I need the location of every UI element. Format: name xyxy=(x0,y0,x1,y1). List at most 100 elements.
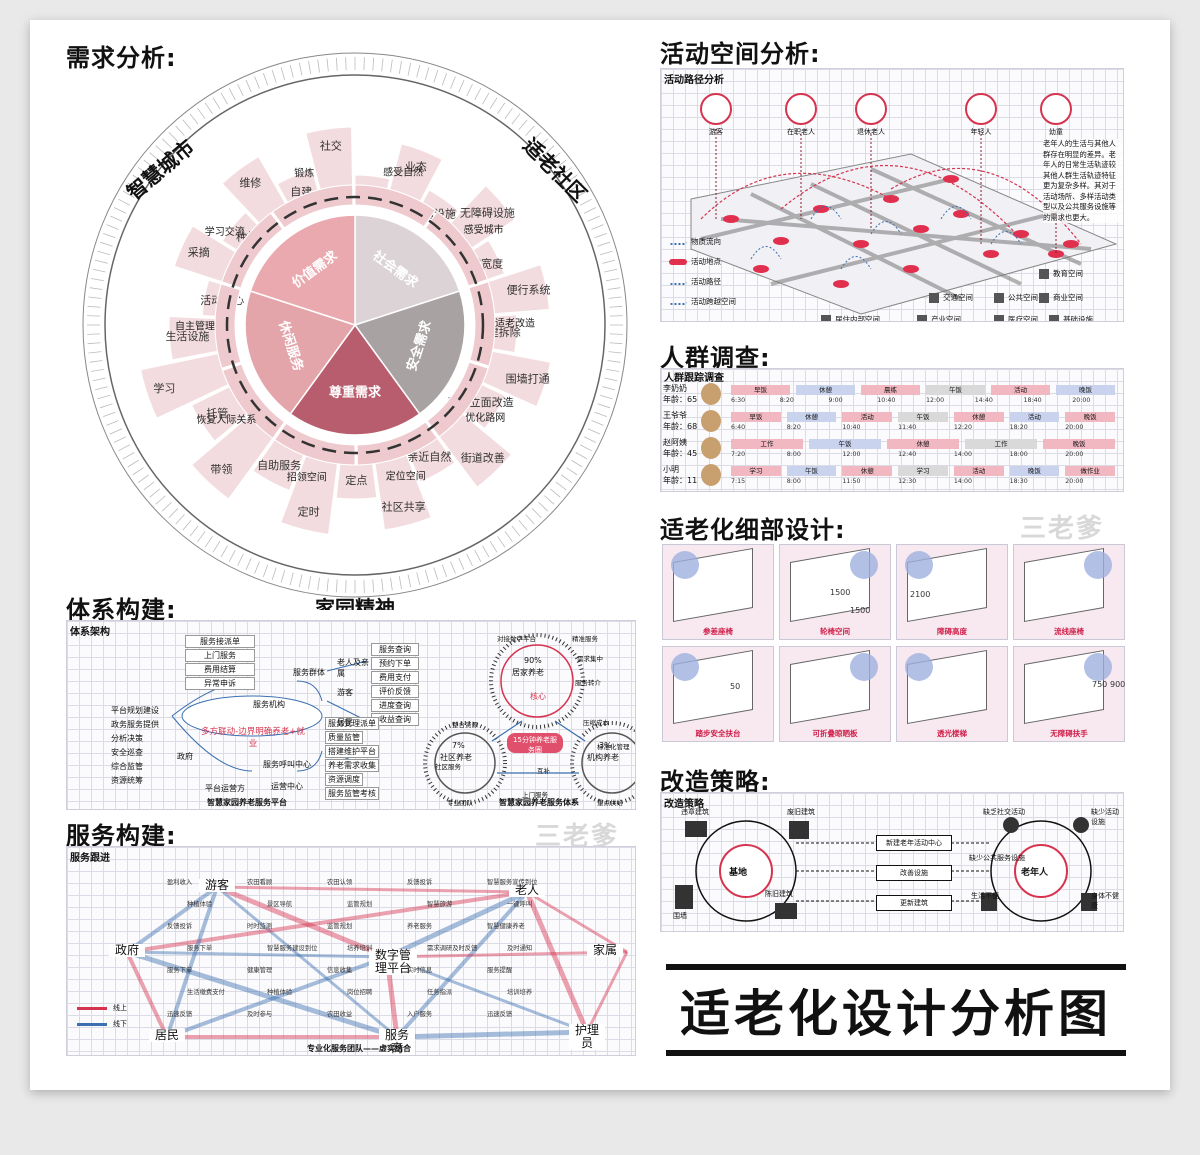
arc-label: 压缩成本 xyxy=(583,719,609,727)
crowd-name: 王爷爷 xyxy=(663,411,687,420)
time-label: 12:20 xyxy=(953,424,972,431)
legend-label: 交通空间 xyxy=(943,293,973,302)
wheel-outer-label: 街道改善 xyxy=(461,451,505,465)
circle-name: 机构养老 xyxy=(587,753,619,762)
platform-caption: 智慧家园养老服务平台 xyxy=(207,798,287,807)
time-label: 14:00 xyxy=(953,451,972,458)
service-link-label: 培训培养 xyxy=(507,989,533,996)
gov-item: 资源统筹 xyxy=(111,776,143,785)
wheel-outer-label: 定时 xyxy=(298,504,320,518)
strategy-mid-box: 新建老年活动中心 xyxy=(876,835,952,851)
ops-item: 养老需求收集 xyxy=(325,759,379,772)
wheel-outer-label: 维修 xyxy=(239,176,261,190)
time-label: 8:20 xyxy=(786,424,801,431)
service-link xyxy=(125,951,169,1038)
dimension-label: 750 xyxy=(1092,680,1108,689)
service-link-label: 反馈投诉 xyxy=(167,923,193,930)
detail-caption: 无障碍扶手 xyxy=(1050,729,1088,738)
system-diagram xyxy=(171,633,635,805)
wheel-mid-label: 锻炼 xyxy=(294,166,314,179)
service-link-label: 反馈投诉 xyxy=(407,879,433,886)
tree-shape xyxy=(671,653,699,681)
person-icon xyxy=(855,93,887,125)
circle-core: 核心 xyxy=(530,692,546,701)
service-link-label: 培养培训 xyxy=(347,945,373,952)
activity-subtitle: 活动路径分析 xyxy=(664,75,724,86)
time-label: 11:40 xyxy=(898,424,917,431)
legend-swatch xyxy=(669,299,687,305)
legend-icon xyxy=(994,315,1004,321)
arc-label: 服务转介 xyxy=(575,679,601,687)
time-label: 8:00 xyxy=(786,451,801,458)
service-link xyxy=(126,949,398,1040)
wheel-outer-label: 社交 xyxy=(320,139,342,153)
wheel-mid-label: 学习交流 xyxy=(205,225,245,238)
wheel-mid-wedge xyxy=(356,421,438,466)
service-item: 上门服务 xyxy=(185,649,255,662)
tree-shape xyxy=(1084,551,1112,579)
section-title-service: 服务构建: xyxy=(66,822,177,850)
wheel-mid-wedge xyxy=(354,184,436,228)
wheel-outer-label: 自助服务 xyxy=(257,458,301,472)
arc-label: 标准化管理 xyxy=(597,743,630,751)
ops-item: 服务受理派单 xyxy=(325,717,379,730)
tree-shape xyxy=(905,551,933,579)
crowd-name: 李奶奶 xyxy=(663,384,687,393)
arc-label: 重点供给 xyxy=(597,799,623,807)
wheel-core-slice xyxy=(249,214,356,327)
system-node: 服务群体 xyxy=(293,668,325,677)
person-label: 在职老人 xyxy=(787,128,815,136)
service-actor: 护理员 xyxy=(569,1024,605,1050)
legend-swatch xyxy=(77,1007,107,1010)
crowd-age: 年龄：68 xyxy=(663,422,698,431)
tree-shape xyxy=(905,653,933,681)
detail-caption: 参差座椅 xyxy=(703,627,733,636)
activity-bar: 午饭 xyxy=(898,412,948,422)
detail-caption: 可折叠晾晒板 xyxy=(812,729,858,738)
person-label: 年轻人 xyxy=(970,128,992,136)
service-link-label: 及时参与 xyxy=(247,1011,273,1018)
wheel-outer-label: 学习 xyxy=(153,381,175,395)
strategy-left-item: 围墙 xyxy=(673,912,687,920)
service-link-label: 种植体验 xyxy=(187,901,213,908)
service-link-label: 时时监测 xyxy=(247,923,273,930)
demand-wheel: 景观业态交通设施无障碍设施街道宽度便行系统违建拆除围墙打通建筑立面改造街道改善亲… xyxy=(82,52,628,610)
activity-bar: 学习 xyxy=(898,466,948,476)
gov-item: 分析决策 xyxy=(111,734,143,743)
wheel-outer-label: 社区共享 xyxy=(382,500,426,514)
wheel-ring-label: 家园精神 xyxy=(315,596,395,610)
section-title-detail: 适老化细部设计: xyxy=(660,516,846,544)
system-node: 运营中心 xyxy=(271,782,303,791)
service-link xyxy=(396,1029,588,1040)
service-item: 服务接派单 xyxy=(185,635,255,648)
service-link xyxy=(526,890,628,954)
wheel-mid-label: 适老改造 xyxy=(495,317,535,330)
ops-item: 资源调度 xyxy=(325,773,363,786)
service-link xyxy=(216,885,398,1039)
legend-icon xyxy=(1039,269,1049,279)
service-item: 异常申诉 xyxy=(185,677,255,690)
circle-percent: 3% xyxy=(599,741,612,750)
activity-bar: 休憩 xyxy=(842,466,893,476)
wheel-mid-label: 自主管理 xyxy=(175,319,215,332)
arc-label: 专业团队 xyxy=(447,799,473,807)
system-caption: 智慧家园养老服务体系 xyxy=(499,798,579,807)
service-link-label: 岗位招聘 xyxy=(347,989,373,996)
activity-panel: 活动路径分析 xyxy=(660,68,1124,322)
legend-swatch xyxy=(669,279,687,285)
service-link-label: 服务下单 xyxy=(167,967,193,974)
user-item: 评价反馈 xyxy=(371,685,419,698)
center-statement: 多方联动-边界明确养老+就业 xyxy=(201,727,305,749)
detail-caption: 障碍高度 xyxy=(937,627,967,636)
activity-spot xyxy=(1013,230,1029,238)
service-network xyxy=(125,884,629,1040)
service-actor: 政府 xyxy=(109,944,145,957)
person-icon xyxy=(1040,93,1072,125)
arc-label: 社区服务 xyxy=(435,763,461,771)
activity-spot xyxy=(723,215,739,223)
wheel-outer-label: 业态 xyxy=(405,160,427,173)
time-label: 7:20 xyxy=(731,451,746,458)
service-link-label: 农田收益 xyxy=(327,1011,353,1018)
arc-label: 上门服务 xyxy=(522,791,548,799)
time-label: 7:15 xyxy=(731,478,746,485)
